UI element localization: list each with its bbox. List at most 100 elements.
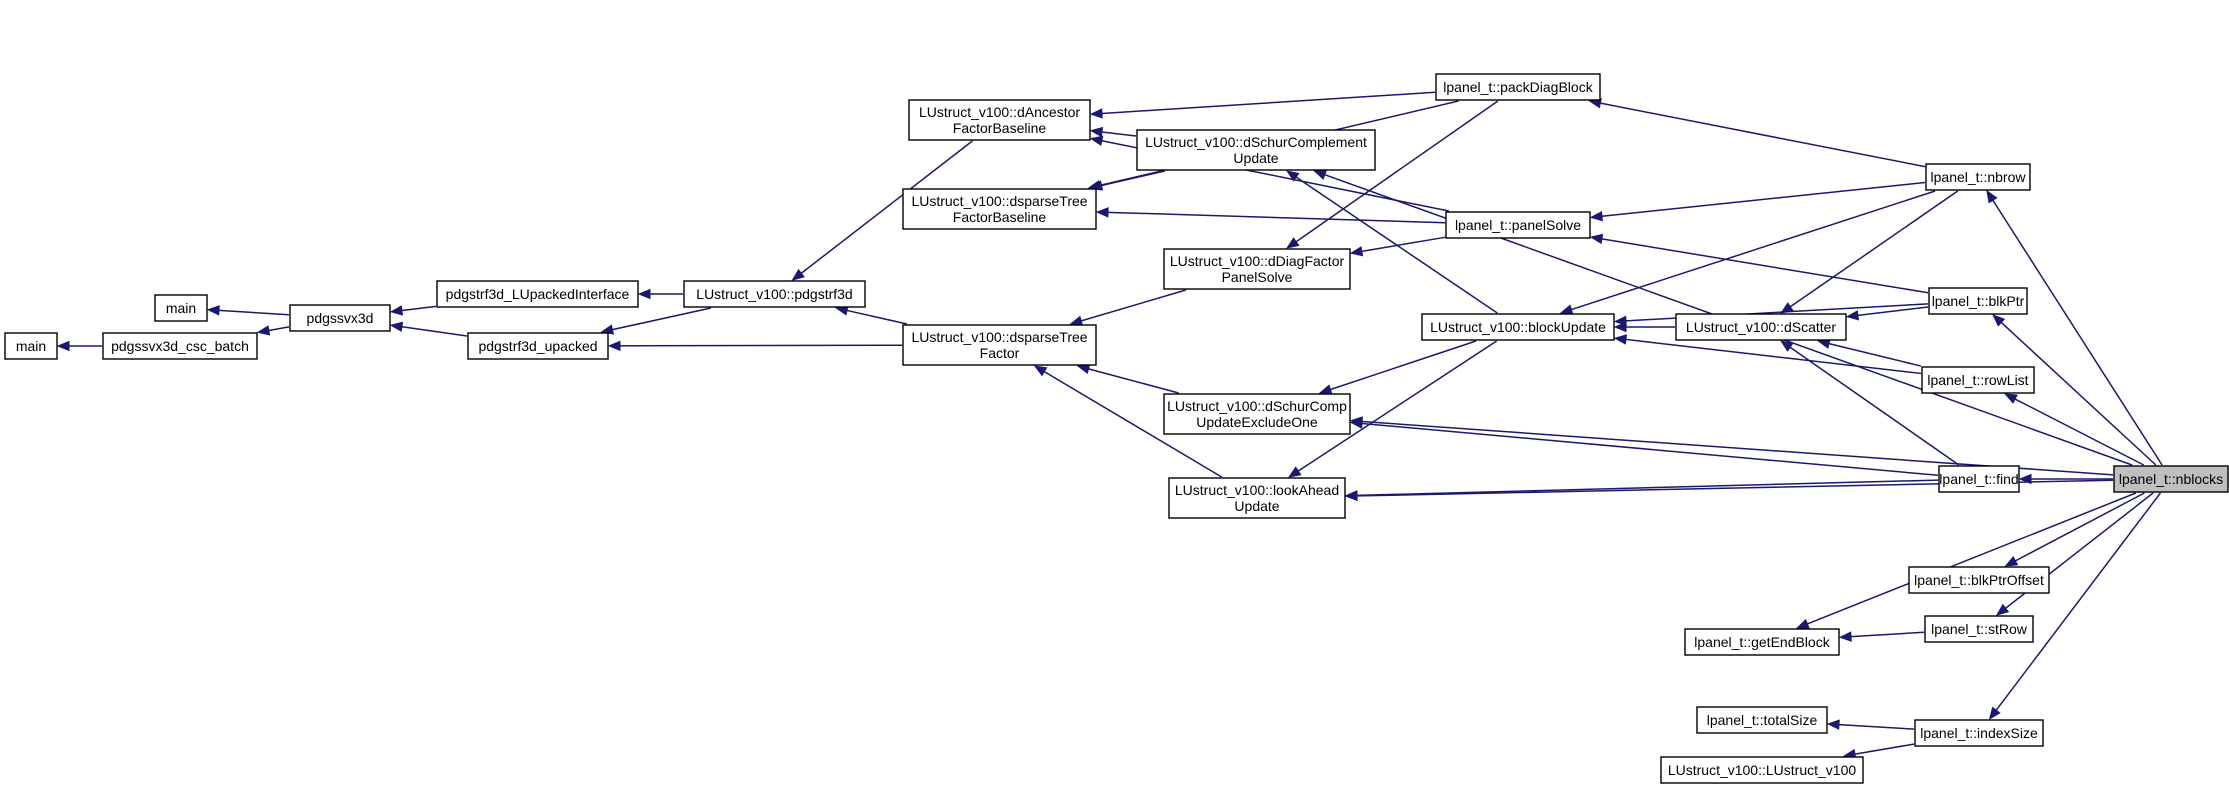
node-label: lpanel_t::nbrow [1931,169,2027,185]
edge-line [1107,211,1446,224]
edge-dsparseTreeFactorBaseline-panelSolve [1095,207,1446,224]
edge-line [268,326,290,332]
edge-arrowhead [1089,135,1104,146]
node-box [1696,706,1828,734]
edge-arrowhead [1845,310,1860,321]
edge-pdgstrf3d-dsparseTreeFactor [834,305,908,325]
edge-line [1043,370,1223,478]
edge-line [1789,346,1960,466]
edge-dScatter-blkPtr [1845,306,1929,321]
node-packDiagBlock[interactable]: lpanel_t::packDiagBlock [1435,73,1601,101]
node-label: LUstruct_v100::dSchurComplement [1145,134,1367,150]
node-box [1163,393,1351,435]
edge-arrowhead [1988,706,2001,721]
edge-arrowhead [607,340,621,352]
edge-line [1361,236,1446,253]
node-pdgstrf3d_LUpackedInterface[interactable]: pdgstrf3d_LUpackedInterface [436,280,639,308]
edge-dsparseTreeFactor-dDiagFactorPanelSolve [1069,289,1187,326]
node-box [467,332,609,360]
edge-arrowhead [206,305,220,316]
edge-arrowhead [1033,365,1048,377]
node-box [1163,248,1351,290]
node-blkPtr[interactable]: lpanel_t::blkPtr [1928,287,2028,315]
node-box [1136,129,1376,171]
node-box [902,324,1097,366]
edge-dScatter-find [1779,340,1960,466]
edge-dScatter-nbrow [1780,190,1959,314]
node-box [1921,366,2035,394]
edge-indexSize-nblocks [1988,492,2162,721]
edge-line [1850,631,1925,638]
edge-arrowhead [1826,719,1840,730]
node-dSchurCompUpdateExcludeOne[interactable]: LUstruct_v100::dSchurCompUpdateExcludeOn… [1163,393,1351,435]
edge-line [1992,199,2163,466]
node-label: LUstruct_v100::LUstruct_v100 [1668,762,1857,778]
node-label: lpanel_t::rowList [1927,372,2028,388]
node-totalSize[interactable]: lpanel_t::totalSize [1696,706,1828,734]
edge-pdgssvx3d_csc_batch-pdgssvx3d [256,325,290,336]
node-box [1435,73,1601,101]
node-label: Update [1234,498,1279,514]
node-stRow[interactable]: lpanel_t::stRow [1924,615,2034,643]
edge-pdgstrf3d_upacked-dsparseTreeFactor [607,340,903,352]
node-box [1924,615,2034,643]
node-blkPtrOffset[interactable]: lpanel_t::blkPtrOffset [1908,566,2050,594]
node-pdgstrf3d_upacked[interactable]: pdgstrf3d_upacked [467,332,609,360]
edge-arrowhead [1349,416,1363,427]
node-LUstruct_v100[interactable]: LUstruct_v100::LUstruct_v100 [1660,756,1864,784]
node-pdgstrf3d[interactable]: LUstruct_v100::pdgstrf3d [683,280,866,308]
node-getEndBlock[interactable]: lpanel_t::getEndBlock [1684,628,1840,656]
edge-line [1601,181,1926,217]
edge-line [1297,340,1498,472]
edge-line [1625,338,1922,375]
node-box [1684,628,1840,656]
node-label: lpanel_t::panelSolve [1455,217,1581,233]
edge-pdgssvx3d-pdgstrf3d_upacked [389,321,468,337]
edge-arrowhead [1992,314,2006,327]
node-label: LUstruct_v100::dsparseTree [911,193,1087,209]
node-label: LUstruct_v100::dScatter [1686,319,1837,335]
edge-panelSolve-blkPtr [1589,233,1929,294]
nodes-layer: main main pdgssvx3d_csc_batch pdgssvx3d pdgs… [4,73,2229,784]
node-label: LUstruct_v100::dsparseTree [911,329,1087,345]
edge-blockUpdate-rowList [1613,334,1922,375]
edge-arrowhead [1349,246,1364,257]
node-pdgssvx3d[interactable]: pdgssvx3d [289,304,391,332]
node-dScatter[interactable]: LUstruct_v100::dScatter [1675,313,1847,341]
node-label: pdgstrf3d_upacked [478,338,597,354]
node-main_b[interactable]: main [4,332,58,360]
edge-arrowhead [1285,170,1300,182]
node-label: lpanel_t::blkPtrOffset [1914,572,2044,588]
edge-arrowhead [637,288,651,300]
edge-line [2000,321,2157,466]
edge-arrowhead [791,268,805,281]
node-label: lpanel_t::nblocks [2119,471,2223,487]
node-rowList[interactable]: lpanel_t::rowList [1921,366,2035,394]
edge-panelSolve-nbrow [1589,181,1926,222]
edge-totalSize-indexSize [1826,719,1915,730]
edge-nbrow-nblocks [1986,189,2163,466]
node-blockUpdate[interactable]: LUstruct_v100::blockUpdate [1421,313,1615,341]
node-label: lpanel_t::stRow [1931,621,2028,637]
edge-getEndBlock-nblocks [1795,492,2137,629]
edge-getEndBlock-stRow [1838,631,1925,642]
node-panelSolve[interactable]: lpanel_t::panelSolve [1445,211,1591,239]
node-indexSize[interactable]: lpanel_t::indexSize [1914,719,2044,747]
node-pdgssvx3d_csc_batch[interactable]: pdgssvx3d_csc_batch [102,332,258,360]
node-box [1675,313,1847,341]
edge-dSchurComplementUpdate-blockUpdate [1285,170,1498,314]
node-box [902,188,1097,230]
edge-stRow-nblocks [1995,492,2154,616]
node-nbrow[interactable]: lpanel_t::nbrow [1925,163,2031,191]
node-main_a[interactable]: main [154,294,208,322]
node-box [1938,465,2020,493]
node-find[interactable]: lpanel_t::find [1938,465,2020,493]
edge-line [1600,102,1926,168]
